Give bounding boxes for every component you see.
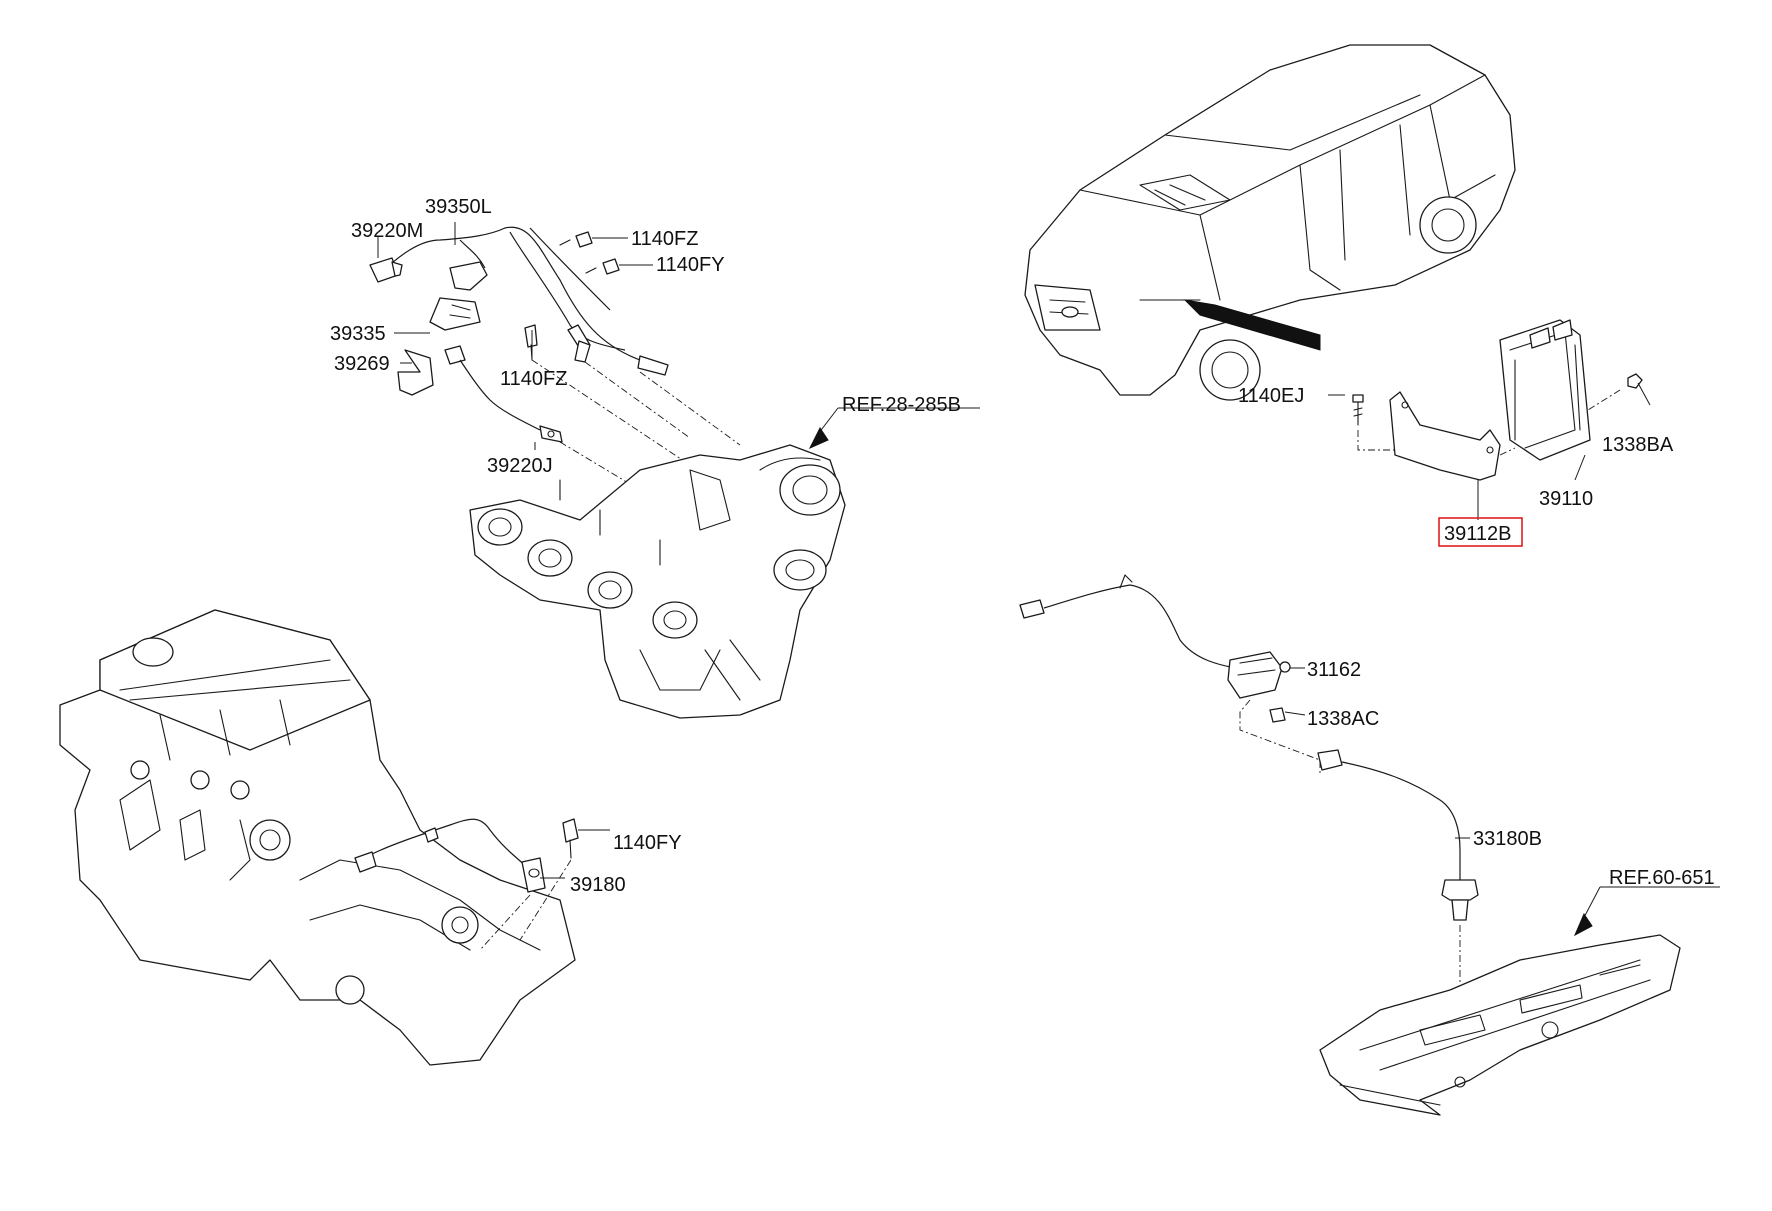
label-1338AC: 1338AC (1307, 708, 1379, 730)
label-39112B[interactable]: 39112B (1444, 523, 1511, 545)
label-39350L: 39350L (425, 196, 492, 218)
vehicle-illustration (1024, 44, 1516, 401)
label-39220J: 39220J (487, 455, 553, 477)
label-ref-28-285B: REF.28-285B (842, 394, 961, 416)
leader-lines (377, 222, 1720, 937)
label-1140FZ-upper: 1140FZ (631, 228, 698, 250)
label-39180: 39180 (570, 874, 626, 896)
nox-sensor-harness (1019, 574, 1479, 1080)
highlight-box-39112B (1438, 517, 1523, 547)
knock-sensor-39180 (354, 818, 579, 951)
part-labels: 39350L 39220M 1140FZ 1140FY 39335 39269 … (330, 196, 1715, 896)
label-31162: 31162 (1307, 659, 1361, 681)
upper-sensor-harness (369, 226, 741, 491)
exhaust-manifold-turbo (469, 444, 846, 719)
floor-panel (1319, 934, 1681, 1116)
engine-block (59, 609, 576, 1066)
label-39220M: 39220M (351, 220, 423, 242)
label-39335: 39335 (330, 323, 386, 345)
label-1140FZ-lower: 1140FZ (500, 368, 567, 390)
ecu-assembly (1352, 319, 1643, 481)
label-39110: 39110 (1539, 488, 1593, 510)
label-33180B: 33180B (1473, 828, 1542, 850)
label-1140FY-lower: 1140FY (613, 832, 682, 854)
label-1338BA: 1338BA (1602, 434, 1674, 456)
label-1140EJ: 1140EJ (1238, 385, 1304, 407)
label-ref-60-651: REF.60-651 (1609, 867, 1715, 889)
label-39269: 39269 (334, 353, 390, 375)
label-1140FY-upper: 1140FY (656, 254, 725, 276)
